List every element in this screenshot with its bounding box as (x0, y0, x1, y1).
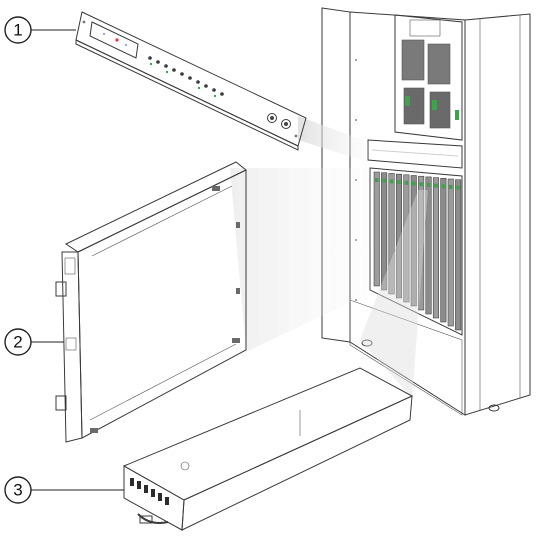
blade-slot-led (419, 182, 423, 187)
svg-text:1: 1 (13, 21, 22, 40)
blade-slot (432, 177, 439, 319)
blade-slot-led (412, 181, 416, 186)
blade-slot-led (426, 182, 431, 187)
blade-slot-led (382, 178, 386, 183)
blade-slot-led (434, 183, 438, 188)
svg-text:2: 2 (13, 333, 22, 352)
blade-slot-led (375, 178, 379, 182)
blade-slots (373, 171, 462, 331)
server-module-blade (55, 161, 247, 443)
blade-slot-led (449, 185, 453, 189)
blade-slot (425, 176, 432, 315)
blade-slot-led (397, 180, 401, 185)
chassis-cabinet (321, 7, 531, 416)
front-panel-module (75, 11, 307, 151)
blade-slot (410, 175, 417, 307)
blade-slot (418, 175, 425, 311)
projection-beams (230, 116, 428, 398)
callout-1: 1 (4, 16, 76, 44)
blade-slot (403, 174, 410, 303)
blade-slot (388, 173, 395, 295)
blade-slot-led (441, 184, 446, 189)
blade-slot (440, 178, 447, 323)
callout-3: 3 (4, 476, 124, 504)
callout-2: 2 (4, 328, 64, 356)
blade-slot (447, 178, 454, 327)
svg-text:3: 3 (13, 481, 22, 500)
blade-slot (395, 173, 402, 299)
blade-slot-led (456, 185, 460, 190)
blade-slot (373, 171, 380, 287)
blade-slot-led (404, 180, 409, 185)
blade-slot-led (389, 179, 394, 184)
blade-slot (381, 172, 388, 291)
power-supply-unit (122, 367, 414, 531)
blade-slot (455, 179, 462, 331)
